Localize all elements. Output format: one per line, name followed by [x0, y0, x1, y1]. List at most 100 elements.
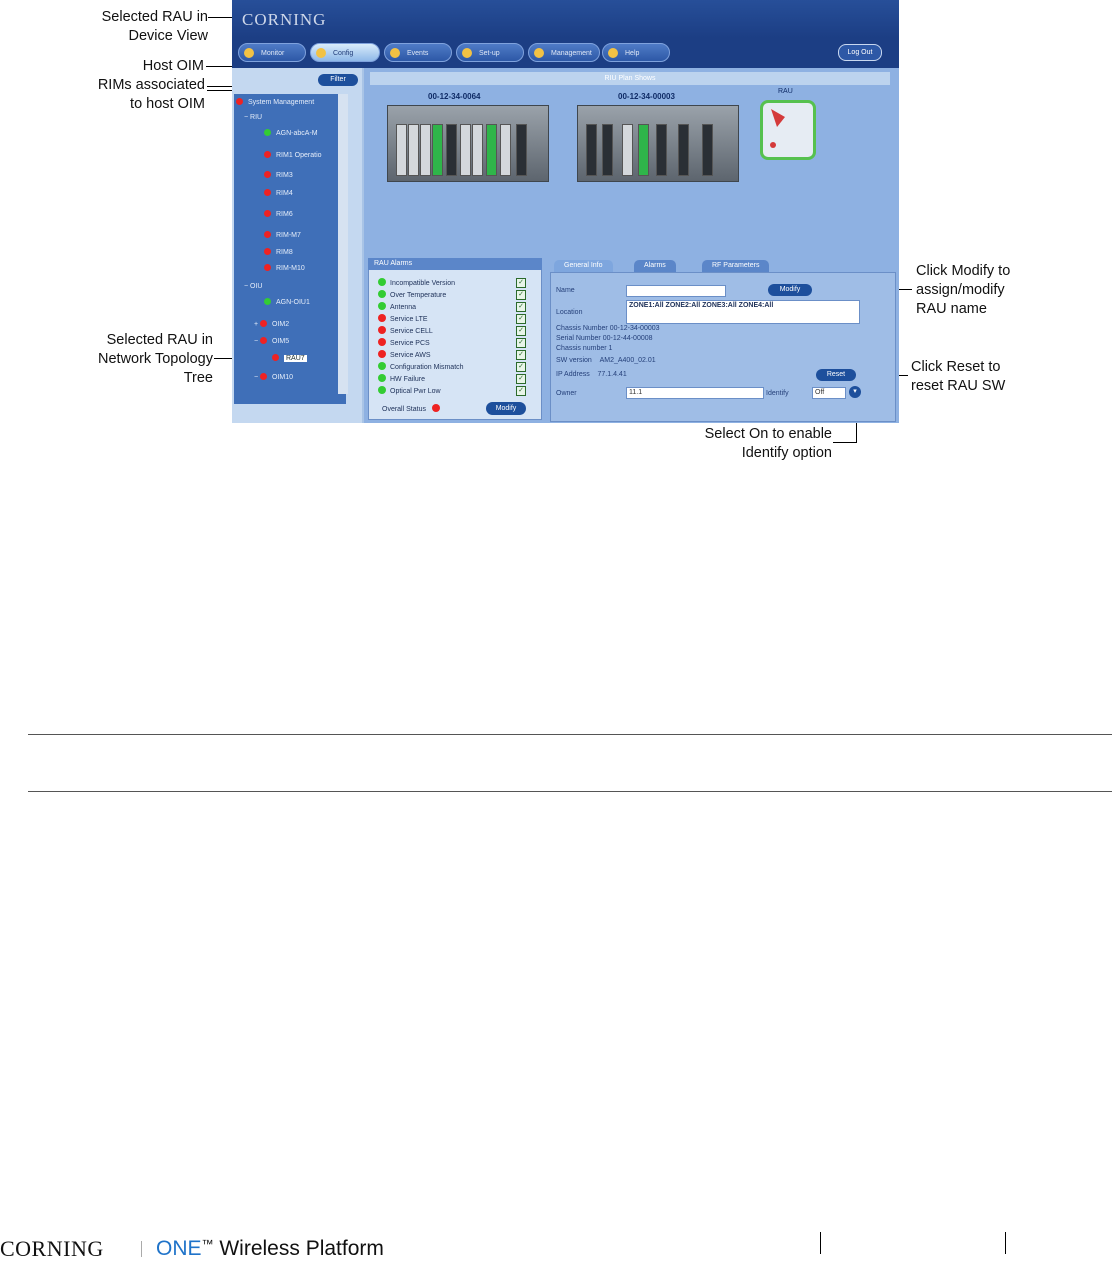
footer-divider [1005, 1232, 1006, 1254]
callout-click-modify: Click Modify to assign/modify RAU name [916, 263, 1011, 317]
tree-scrollbar[interactable] [338, 94, 348, 394]
rau-device-selected[interactable] [760, 100, 816, 160]
module-slot[interactable] [460, 124, 471, 176]
tab-icon [316, 48, 326, 58]
alarm-item: Optical Pwr Low [378, 386, 441, 395]
tree-item[interactable]: RIM4 [264, 189, 293, 197]
tab-rf-parameters[interactable]: RF Parameters [702, 260, 770, 272]
identify-select[interactable]: Off [812, 387, 846, 399]
status-dot [378, 374, 386, 382]
alarm-checkbox[interactable]: ✓ [516, 302, 526, 312]
tree-item[interactable]: − OIM5 [254, 337, 290, 345]
status-dot [264, 298, 271, 305]
status-dot [260, 320, 268, 327]
module-slot[interactable] [702, 124, 713, 176]
status-dot [378, 386, 386, 394]
alarm-checkbox[interactable]: ✓ [516, 350, 526, 360]
owner-label: Owner [556, 390, 577, 397]
callout-rims-associated: RIMs associated to host OIM [97, 77, 205, 112]
tree-item[interactable]: − RIU [244, 114, 263, 121]
identify-label: Identify [766, 390, 789, 397]
footer-corning-logo: CORNING [0, 1236, 104, 1261]
status-dot [264, 210, 271, 217]
alarm-checkbox[interactable]: ✓ [516, 338, 526, 348]
tree-item[interactable]: + OIM2 [254, 320, 290, 328]
tree-item[interactable]: RIM-M7 [264, 231, 301, 239]
tree-item[interactable]: − OIM10 [254, 373, 294, 381]
tree-item[interactable]: RIM8 [264, 248, 293, 256]
module-slot[interactable] [500, 124, 511, 176]
alarm-checkbox[interactable]: ✓ [516, 314, 526, 324]
filter-button[interactable]: Filter [318, 74, 358, 86]
nav-tab-help[interactable]: Help [602, 43, 670, 62]
tab-icon [462, 48, 472, 58]
owner-field[interactable]: 11.1 [626, 387, 764, 399]
module-slot[interactable] [656, 124, 667, 176]
alarm-checkbox[interactable]: ✓ [516, 386, 526, 396]
status-dot [264, 129, 271, 136]
status-dot [264, 264, 271, 271]
host-oim-slot-highlighted[interactable] [638, 124, 649, 176]
alarm-checkbox[interactable]: ✓ [516, 362, 526, 372]
module-slot[interactable] [396, 124, 407, 176]
nav-tab-events[interactable]: Events [384, 43, 452, 62]
rim-slot-highlighted[interactable] [432, 124, 443, 176]
modify-button[interactable]: Modify [768, 284, 812, 296]
module-slot[interactable] [622, 124, 633, 176]
module-slot[interactable] [678, 124, 689, 176]
tree-item-selected-rau[interactable]: RAU7 [272, 354, 307, 362]
nav-tab-setup[interactable]: Set-up [456, 43, 524, 62]
status-dot [378, 302, 386, 310]
tree-item[interactable]: AGN-abcA-M [264, 129, 318, 137]
status-dot [431, 404, 440, 412]
module-slot[interactable] [602, 124, 613, 176]
rim-slot-highlighted[interactable] [486, 124, 497, 176]
alarm-checkbox[interactable]: ✓ [516, 326, 526, 336]
serial-number-row: Serial Number 00-12-44-00008 [556, 335, 653, 342]
chassis-number-row: Chassis Number 00-12-34-00003 [556, 325, 660, 332]
tab-general-info[interactable]: General Info [554, 260, 613, 272]
reset-button[interactable]: Reset [816, 369, 856, 381]
tree-item[interactable]: RIM6 [264, 210, 293, 218]
status-dot [264, 171, 271, 178]
corning-logo: CORNING [242, 10, 327, 29]
footer-divider [820, 1232, 821, 1254]
alarm-item: HW Failure [378, 374, 425, 383]
footer-separator [141, 1241, 142, 1257]
nav-tab-monitor[interactable]: Monitor [238, 43, 306, 62]
module-slot[interactable] [408, 124, 419, 176]
rau-name-field[interactable] [626, 285, 726, 297]
tab-icon [244, 48, 254, 58]
status-dot [236, 98, 243, 105]
tree-root[interactable]: System Management [236, 98, 314, 106]
identify-dropdown-icon[interactable]: ▾ [849, 386, 861, 398]
tree-item[interactable]: − OIU [244, 283, 263, 290]
module-slot[interactable] [472, 124, 483, 176]
tab-alarms[interactable]: Alarms [634, 260, 676, 272]
network-topology-tree[interactable] [234, 94, 346, 404]
alarm-checkbox[interactable]: ✓ [516, 278, 526, 288]
riu-chassis[interactable]: 00-12-34-0064 [387, 92, 549, 182]
logout-button[interactable]: Log Out [838, 44, 882, 61]
nav-tab-config[interactable]: Config [310, 43, 380, 62]
app-banner: CORNING [232, 0, 899, 38]
alarms-modify-button[interactable]: Modify [486, 402, 526, 415]
status-dot [378, 278, 386, 286]
module-slot[interactable] [516, 124, 527, 176]
rau-label: RAU [778, 88, 793, 95]
alarm-checkbox[interactable]: ✓ [516, 374, 526, 384]
module-slot[interactable] [420, 124, 431, 176]
tree-item[interactable]: RIM-M10 [264, 264, 305, 272]
location-field[interactable]: ZONE1:All ZONE2:All ZONE3:All ZONE4:All [626, 300, 860, 324]
nav-tab-management[interactable]: Management [528, 43, 600, 62]
tree-item[interactable]: RIM3 [264, 171, 293, 179]
module-slot[interactable] [446, 124, 457, 176]
tree-item[interactable]: AGN-OIU1 [264, 298, 310, 306]
alarm-item: Service PCS [378, 338, 430, 347]
rau-alarms-panel [368, 258, 542, 420]
oiu-chassis[interactable]: 00-12-34-00003 [577, 92, 739, 182]
tree-item[interactable]: RIM1 Operatio [264, 151, 322, 159]
callout-selected-rau-device-view: Selected RAU in Device View [101, 9, 208, 44]
module-slot[interactable] [586, 124, 597, 176]
alarm-checkbox[interactable]: ✓ [516, 290, 526, 300]
